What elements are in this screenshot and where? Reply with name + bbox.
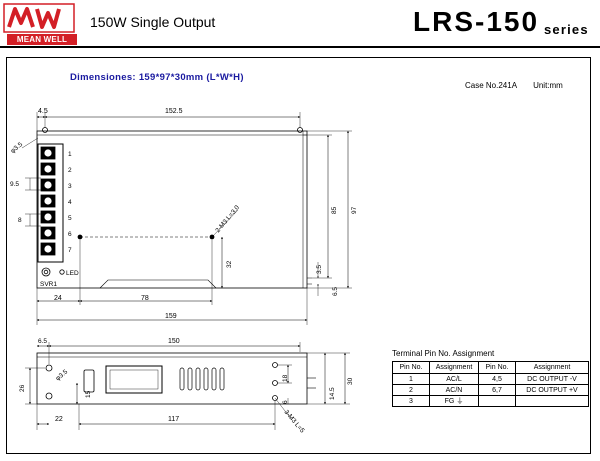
- dim-32: 32: [226, 260, 233, 268]
- table-cell: DC OUTPUT +V: [515, 384, 589, 396]
- svr1-potentiometer: [41, 267, 51, 277]
- header-assignment: Assignment: [515, 361, 589, 374]
- side-left-hole-top: [45, 364, 53, 372]
- dim-9-5: 9.5: [10, 181, 19, 188]
- dim-15: 15: [85, 390, 92, 398]
- top-right-hole: [297, 127, 303, 133]
- dim-152-5: 152.5: [165, 108, 183, 115]
- dim-78: 78: [141, 295, 149, 302]
- dim-150: 150: [168, 338, 180, 345]
- header-assignment: Assignment: [429, 361, 479, 374]
- terminal-number-7: 7: [68, 247, 72, 254]
- dim-85: 85: [331, 206, 338, 214]
- table-cell: 6,7: [478, 384, 516, 396]
- dim-24: 24: [54, 295, 62, 302]
- case-number: Case No.241A: [465, 81, 517, 90]
- side-view-labels: 6.5 150 26 φ3.5 15 18 6 14.5 30 3-M3 L=5…: [19, 338, 354, 435]
- top-view-outline: [36, 130, 308, 289]
- dim-159: 159: [165, 313, 177, 320]
- case-info: Case No.241A Unit:mm: [465, 81, 563, 90]
- terminal-number-3: 3: [68, 183, 72, 190]
- table-cell: [478, 395, 516, 407]
- dimensions-title: Dimensiones: 159*97*30mm (L*W*H): [70, 72, 244, 83]
- dim-26: 26: [19, 384, 26, 392]
- header-pin-no: Pin No.: [478, 361, 516, 374]
- table-cell: [515, 395, 589, 407]
- side-screw-middle: [272, 380, 278, 386]
- top-left-hole: [42, 127, 48, 133]
- dim-phi-3-5: φ3.5: [9, 141, 24, 155]
- terminal-pin-table: Pin No. Assignment Pin No. Assignment 1 …: [392, 361, 589, 407]
- dim-8: 8: [18, 217, 22, 224]
- terminal-block: [37, 143, 64, 263]
- dim-97: 97: [351, 206, 358, 214]
- unit-label: Unit:mm: [533, 81, 563, 90]
- table-cell: AC/L: [429, 373, 479, 385]
- table-cell: DC OUTPUT -V: [515, 373, 589, 385]
- page-subtitle: 150W Single Output: [90, 14, 216, 30]
- model-name: LRS-150: [413, 6, 540, 37]
- terminal-screws: [40, 146, 56, 256]
- screw-hole-left: [77, 234, 83, 240]
- pin-table-title: Terminal Pin No. Assignment: [392, 349, 495, 358]
- table-cell: AC/N: [429, 384, 479, 396]
- side-dim-phi-3-5: φ3.5: [55, 368, 70, 382]
- side-screw-bottom: [272, 395, 278, 401]
- side-window-small: [83, 369, 95, 393]
- logo-wordmark: MEAN WELL: [7, 34, 77, 45]
- table-row: 3 FG ⏚: [392, 395, 589, 407]
- terminal-number-1: 1: [68, 151, 72, 158]
- terminal-number-6: 6: [68, 231, 72, 238]
- dim-18: 18: [282, 374, 289, 382]
- top-view: [21, 112, 352, 325]
- svr1-label: SVR1: [40, 281, 57, 288]
- terminal-number-4: 4: [68, 199, 72, 206]
- table-cell: 3: [392, 395, 430, 407]
- dim-4-5: 4.5: [38, 108, 48, 115]
- mw-logo-mark: [3, 3, 75, 33]
- led-indicator: [59, 269, 65, 275]
- dim-6-5: 6.5: [332, 287, 339, 296]
- drawing-frame: [6, 57, 591, 454]
- table-cell: FG ⏚: [429, 395, 479, 407]
- terminal-number-5: 5: [68, 215, 72, 222]
- vent-slots: [179, 367, 225, 391]
- side-view-outline: [36, 352, 308, 405]
- header-pin-no: Pin No.: [392, 361, 430, 374]
- side-screw-label: 3-M3 L=5: [282, 409, 305, 435]
- dim-14-5: 14.5: [329, 387, 336, 400]
- side-label-window: [105, 365, 163, 394]
- table-cell: 4,5: [478, 373, 516, 385]
- table-row: 1 AC/L 4,5 DC OUTPUT -V: [392, 373, 589, 385]
- led-label: LED: [66, 270, 79, 277]
- page-header: MEAN WELL 150W Single Output LRS-150 ser…: [0, 0, 600, 48]
- table-cell: 1: [392, 373, 430, 385]
- top-screw-label: 2-M3 L=3.0: [214, 204, 241, 234]
- table-row: 2 AC/N 6,7 DC OUTPUT +V: [392, 384, 589, 396]
- dim-117: 117: [168, 416, 179, 423]
- side-screw-top: [272, 362, 278, 368]
- mean-well-logo: MEAN WELL: [3, 3, 77, 45]
- side-left-hole-bottom: [45, 392, 53, 400]
- table-cell: 2: [392, 384, 430, 396]
- dim-22: 22: [55, 416, 63, 423]
- dim-3-5: 3.5: [316, 265, 323, 274]
- dim-30: 30: [347, 377, 354, 385]
- terminal-number-2: 2: [68, 167, 72, 174]
- side-view: [25, 342, 350, 430]
- header-divider: [0, 46, 600, 48]
- side-dim-6-5: 6.5: [38, 338, 47, 345]
- table-header-row: Pin No. Assignment Pin No. Assignment: [392, 361, 589, 374]
- series-label: series: [544, 22, 589, 37]
- dim-6: 6: [282, 400, 289, 404]
